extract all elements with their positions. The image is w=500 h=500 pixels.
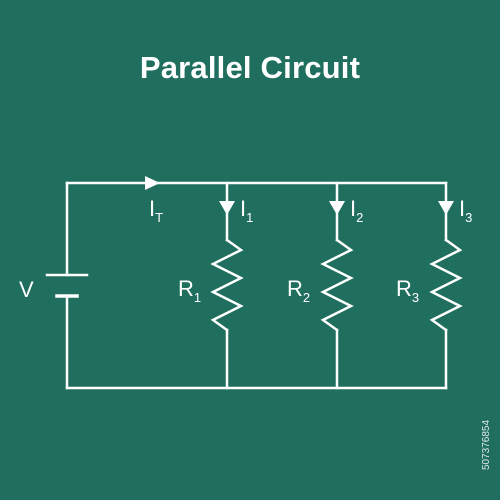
current-3-sub: 3 [465,210,472,225]
branch-2-current-arrow-icon [329,201,345,215]
total-current-label: IT [149,196,163,225]
current-2-main: I [350,196,356,221]
resistor-3-zigzag [429,238,463,332]
current-2-label: I2 [350,196,363,225]
total-current-main: I [149,196,155,221]
resistor-2-label: R2 [287,276,310,305]
current-1-label: I1 [240,196,253,225]
resistor-1-zigzag [210,238,244,332]
current-1-main: I [240,196,246,221]
resistor-2-main: R [287,276,303,301]
resistor-2-sub: 2 [303,290,310,305]
stock-id-watermark: 507376854 [481,419,492,470]
current-3-label: I3 [459,196,472,225]
resistor-3-main: R [396,276,412,301]
branch-1-current-arrow-icon [219,201,235,215]
resistor-1-main: R [178,276,194,301]
total-current-arrow-icon [145,176,160,190]
resistor-3-sub: 3 [412,290,419,305]
current-1-sub: 1 [246,210,253,225]
diagram-title: Parallel Circuit [139,50,361,85]
branch-3-current-arrow-icon [438,201,454,215]
total-current-sub: T [155,210,163,225]
current-2-sub: 2 [356,210,363,225]
resistor-1-label: R1 [178,276,201,305]
resistor-1-sub: 1 [194,290,201,305]
resistor-2-zigzag [320,238,354,332]
current-3-main: I [459,196,465,221]
resistor-3-label: R3 [396,276,419,305]
voltage-label: V [19,277,34,302]
